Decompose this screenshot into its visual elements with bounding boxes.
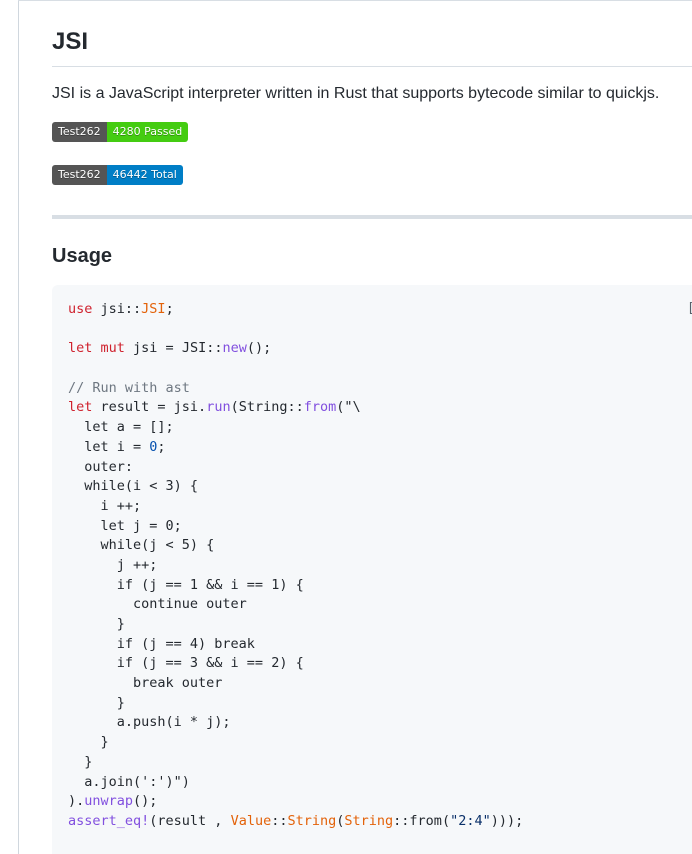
code-token: result = jsi. — [92, 399, 207, 416]
code-token: ( — [336, 812, 345, 829]
code-token: :: — [271, 812, 288, 829]
code-token: if (j == 3 && i == 2) { — [68, 655, 304, 672]
code-token: outer: — [68, 458, 134, 475]
code-line: while(j < 5) { — [68, 536, 523, 556]
code-line: } — [68, 753, 523, 773]
code-line: a.push(i * j); — [68, 713, 523, 733]
top-divider — [18, 0, 692, 1]
code-line: } — [68, 694, 523, 714]
code-token: let i = — [68, 438, 150, 455]
title-divider — [52, 66, 692, 67]
badge-label: Test262 — [52, 165, 107, 185]
code-token: run — [206, 399, 231, 416]
code-token: } — [68, 694, 125, 711]
code-line: let j = 0; — [68, 517, 523, 537]
code-token: String — [287, 812, 337, 829]
code-token: 0 — [149, 438, 158, 455]
code-line: if (j == 1 && i == 1) { — [68, 576, 523, 596]
left-rail — [0, 0, 19, 854]
code-line: // Run with ast — [68, 379, 523, 399]
code-token: } — [68, 753, 93, 770]
code-line: let mut jsi = JSI::new(); — [68, 339, 523, 359]
code-token: (String:: — [230, 399, 304, 416]
code-line: } — [68, 733, 523, 753]
code-token: ; — [157, 438, 166, 455]
code-line — [68, 359, 523, 379]
code-token: jsi = JSI:: — [124, 340, 223, 357]
code-block — [52, 285, 692, 854]
test262-passed-badge[interactable]: Test262 4280 Passed — [52, 122, 189, 142]
code-token: JSI — [141, 301, 166, 317]
code-token: use — [68, 301, 93, 317]
copy-icon[interactable]: [ — [687, 302, 692, 316]
code-token: Value — [230, 812, 272, 829]
code-token: i ++; — [68, 497, 142, 514]
code-token: let j = 0; — [68, 517, 182, 534]
code-token: ::from( — [393, 812, 451, 829]
code-line: a.join(':')") — [68, 773, 523, 793]
code-line: let a = []; — [68, 418, 523, 438]
code-line: } — [68, 615, 523, 635]
readme-content: JSI JSI is a JavaScript interpreter writ… — [52, 0, 692, 854]
description: JSI is a JavaScript interpreter written … — [52, 85, 660, 102]
badge-value: 46442 Total — [106, 165, 183, 185]
code-token: a.push(i * j); — [68, 714, 231, 731]
code-token: jsi:: — [92, 301, 142, 317]
code-token: (); — [133, 793, 158, 810]
page-title: JSI — [52, 28, 89, 55]
test262-total-badge[interactable]: Test262 46442 Total — [52, 165, 183, 185]
code-token: let a = []; — [68, 419, 174, 436]
code-token: new — [222, 340, 247, 357]
code-line: let i = 0; — [68, 438, 523, 458]
code-line: if (j == 4) break — [68, 635, 523, 655]
code-token: from — [303, 399, 337, 416]
code-token: mut — [100, 340, 125, 357]
code-token: (); — [246, 340, 272, 357]
code-content: use jsi::JSI; let mut jsi = JSI::new(); … — [68, 300, 523, 832]
code-line: break outer — [68, 674, 523, 694]
code-line: ).unwrap(); — [68, 792, 523, 812]
code-token: if (j == 4) break — [68, 635, 255, 652]
code-token: (result , — [149, 812, 231, 829]
code-line: if (j == 3 && i == 2) { — [68, 654, 523, 674]
section-divider — [52, 215, 692, 219]
code-line: i ++; — [68, 497, 523, 517]
code-token: assert_eq! — [68, 812, 150, 829]
code-line: while(i < 3) { — [68, 477, 523, 497]
code-line — [68, 320, 523, 340]
badge-label: Test262 — [52, 122, 107, 142]
code-line: outer: — [68, 458, 523, 478]
code-token: continue outer — [68, 596, 247, 613]
code-token: if (j == 1 && i == 1) { — [68, 576, 304, 593]
code-token: String — [344, 812, 394, 829]
code-token: while(i < 3) { — [68, 478, 199, 495]
code-token — [92, 340, 100, 356]
code-token: ("\ — [336, 399, 361, 416]
code-line: assert_eq!(result , Value::String(String… — [68, 812, 523, 832]
code-line: continue outer — [68, 595, 523, 615]
code-token: let — [68, 399, 93, 416]
code-line: let result = jsi.run(String::from("\ — [68, 398, 523, 418]
code-token: j ++; — [68, 556, 158, 573]
code-token: ). — [68, 793, 85, 810]
code-token: } — [68, 616, 125, 632]
code-line: j ++; — [68, 556, 523, 576]
badge-value: 4280 Passed — [106, 122, 189, 142]
code-token: } — [68, 734, 109, 751]
code-token: // Run with ast — [68, 379, 190, 396]
code-token: let — [68, 340, 93, 357]
code-token: while(j < 5) { — [68, 537, 215, 554]
code-token: break outer — [68, 675, 223, 692]
code-token: unwrap — [84, 793, 134, 810]
code-line: use jsi::JSI; — [68, 300, 523, 320]
code-token: ; — [165, 301, 174, 317]
usage-heading: Usage — [52, 245, 113, 267]
code-token: ))); — [490, 812, 524, 829]
code-token: "2:4" — [450, 812, 491, 829]
code-token: a.join(':')") — [68, 773, 190, 790]
